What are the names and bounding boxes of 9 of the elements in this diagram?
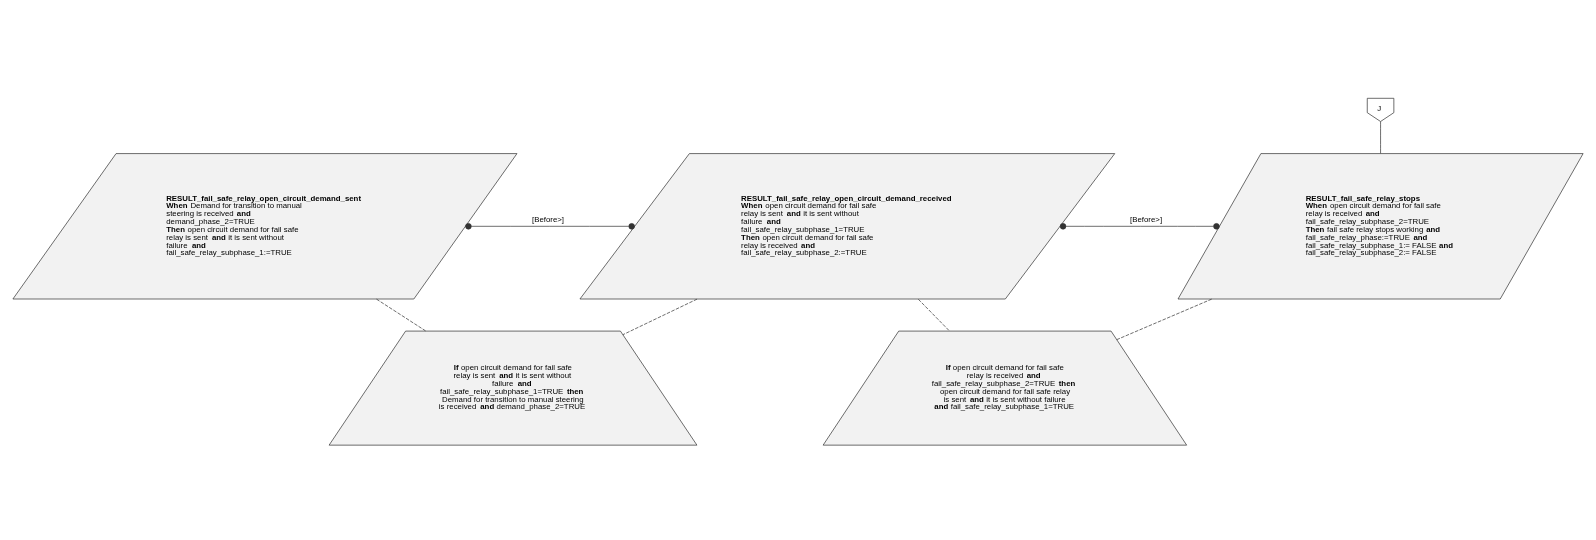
connector bbox=[1380, 120, 1381, 154]
connector bbox=[1116, 298, 1213, 340]
edge-label: [Before>] bbox=[532, 214, 564, 224]
connector bbox=[465, 222, 635, 229]
connector bbox=[1059, 222, 1220, 229]
connector bbox=[622, 298, 698, 335]
connector bbox=[376, 298, 427, 331]
edge-label: [Before>] bbox=[1130, 214, 1163, 224]
connector bbox=[917, 298, 950, 331]
